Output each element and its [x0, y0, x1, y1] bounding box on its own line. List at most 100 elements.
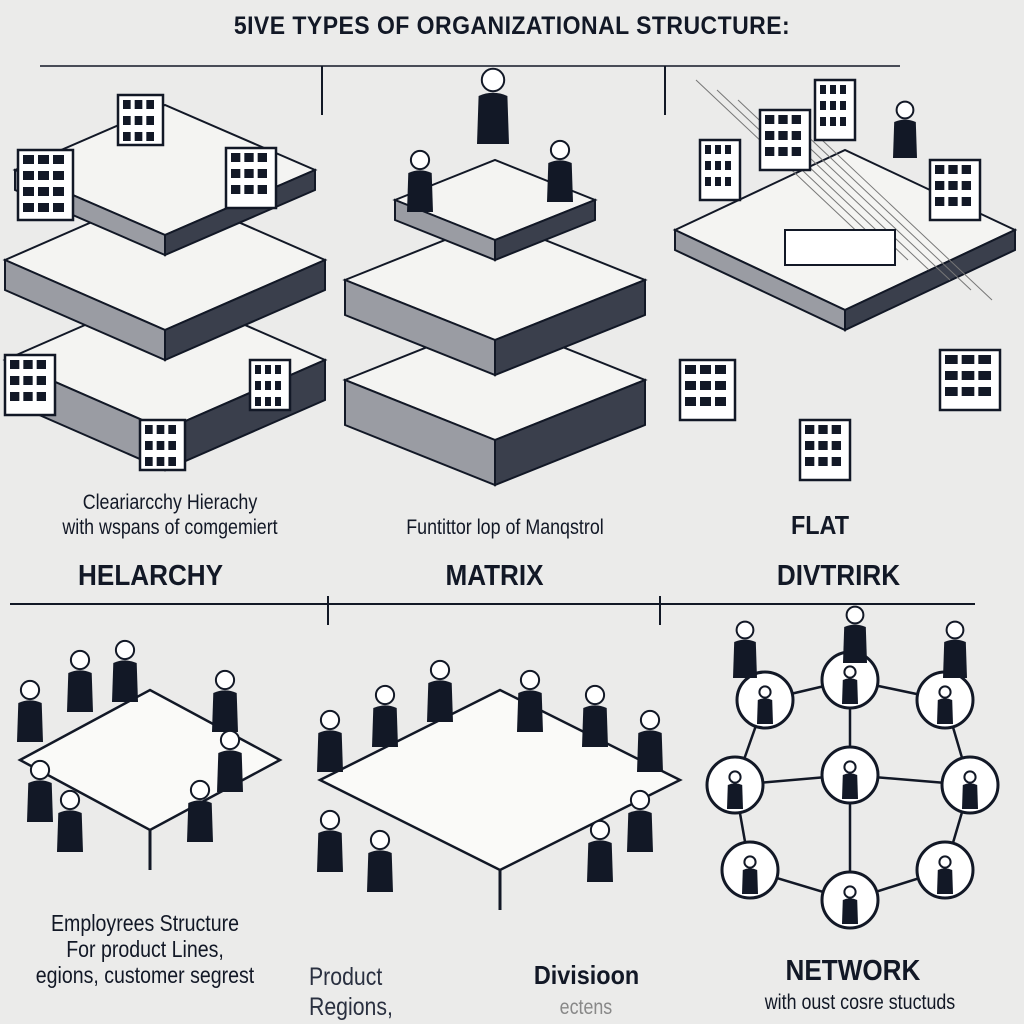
employee-body: [517, 690, 543, 732]
person-body: [407, 170, 433, 212]
window: [830, 85, 836, 94]
employee-head: [69, 649, 91, 671]
window: [255, 397, 261, 406]
window: [145, 441, 153, 450]
node-person-head: [758, 685, 772, 699]
window: [961, 181, 971, 190]
window: [725, 145, 731, 154]
window: [244, 153, 254, 162]
network-description: with oust cosre stuctuds: [764, 991, 956, 1014]
window: [255, 381, 261, 390]
window: [265, 381, 271, 390]
window: [948, 197, 958, 206]
window: [831, 425, 841, 434]
person-body: [843, 624, 867, 663]
employee-head: [319, 809, 341, 831]
window: [791, 147, 801, 156]
window: [830, 117, 836, 126]
window: [700, 381, 711, 390]
person-body: [547, 160, 573, 202]
window: [961, 371, 975, 380]
window: [820, 85, 826, 94]
window: [23, 203, 34, 212]
window: [791, 115, 801, 124]
window: [134, 132, 143, 141]
window: [818, 425, 828, 434]
description-line: Cleariarcchy Hierachy: [82, 491, 258, 514]
window: [168, 457, 176, 466]
window: [935, 197, 945, 206]
window: [830, 101, 836, 110]
window: [231, 185, 241, 194]
grid-line: [800, 129, 972, 291]
employee-head: [369, 829, 391, 851]
window: [715, 381, 726, 390]
matrix-level-2-side: [494, 278, 646, 377]
window: [840, 117, 846, 126]
window: [685, 397, 696, 406]
window: [840, 101, 846, 110]
window: [705, 161, 711, 170]
window: [705, 145, 711, 154]
person-head: [735, 620, 755, 640]
window: [805, 457, 815, 466]
window: [805, 441, 815, 450]
employee-body: [427, 680, 453, 722]
person-head: [845, 605, 865, 625]
employee-head: [189, 779, 211, 801]
employee-body: [367, 850, 393, 892]
window: [244, 169, 254, 178]
employee-body: [217, 750, 243, 792]
window: [255, 365, 261, 374]
window: [948, 165, 958, 174]
employee-head: [374, 684, 396, 706]
window: [935, 165, 945, 174]
matrix-label: MATRIX: [445, 560, 544, 592]
employee-head: [629, 789, 651, 811]
hierarchy-description: Cleariarcchy Hierachy with wspans of com…: [26, 490, 315, 540]
window: [705, 177, 711, 186]
window: [10, 376, 20, 385]
window: [38, 203, 49, 212]
node-person-head: [843, 760, 857, 774]
network-label: NETWORK: [785, 955, 921, 987]
window: [961, 387, 975, 396]
matrix-level-1-side: [494, 198, 596, 262]
window: [146, 132, 154, 141]
node-person-body: [842, 678, 858, 704]
window: [168, 441, 176, 450]
employee-body: [67, 670, 93, 712]
matrix-level-3-side: [494, 378, 646, 487]
window: [820, 117, 826, 126]
window: [831, 441, 841, 450]
window: [156, 457, 165, 466]
window: [778, 131, 788, 140]
description-line: For product Lines,: [66, 936, 224, 962]
window: [23, 187, 34, 196]
window: [257, 153, 267, 162]
window: [700, 365, 711, 374]
window: [275, 365, 281, 374]
window: [715, 365, 726, 374]
window: [725, 177, 731, 186]
node-person-head: [743, 855, 757, 869]
employee-head: [219, 729, 241, 751]
description-line: Employrees Structure: [51, 910, 239, 936]
node-person-head: [728, 770, 742, 784]
division-sublabel: ectens: [559, 996, 613, 1019]
hierarchy-level-2-side: [164, 258, 326, 362]
employee-body: [317, 830, 343, 872]
window: [10, 360, 20, 369]
window: [948, 181, 958, 190]
node-person-body: [757, 698, 773, 724]
window: [36, 376, 46, 385]
flat-grid-platform-side: [844, 228, 1016, 332]
window: [961, 355, 975, 364]
window: [961, 197, 971, 206]
window: [715, 177, 721, 186]
employee-head: [584, 684, 606, 706]
node-person-body: [742, 868, 758, 894]
window: [685, 381, 696, 390]
window: [778, 147, 788, 156]
window: [36, 392, 46, 401]
